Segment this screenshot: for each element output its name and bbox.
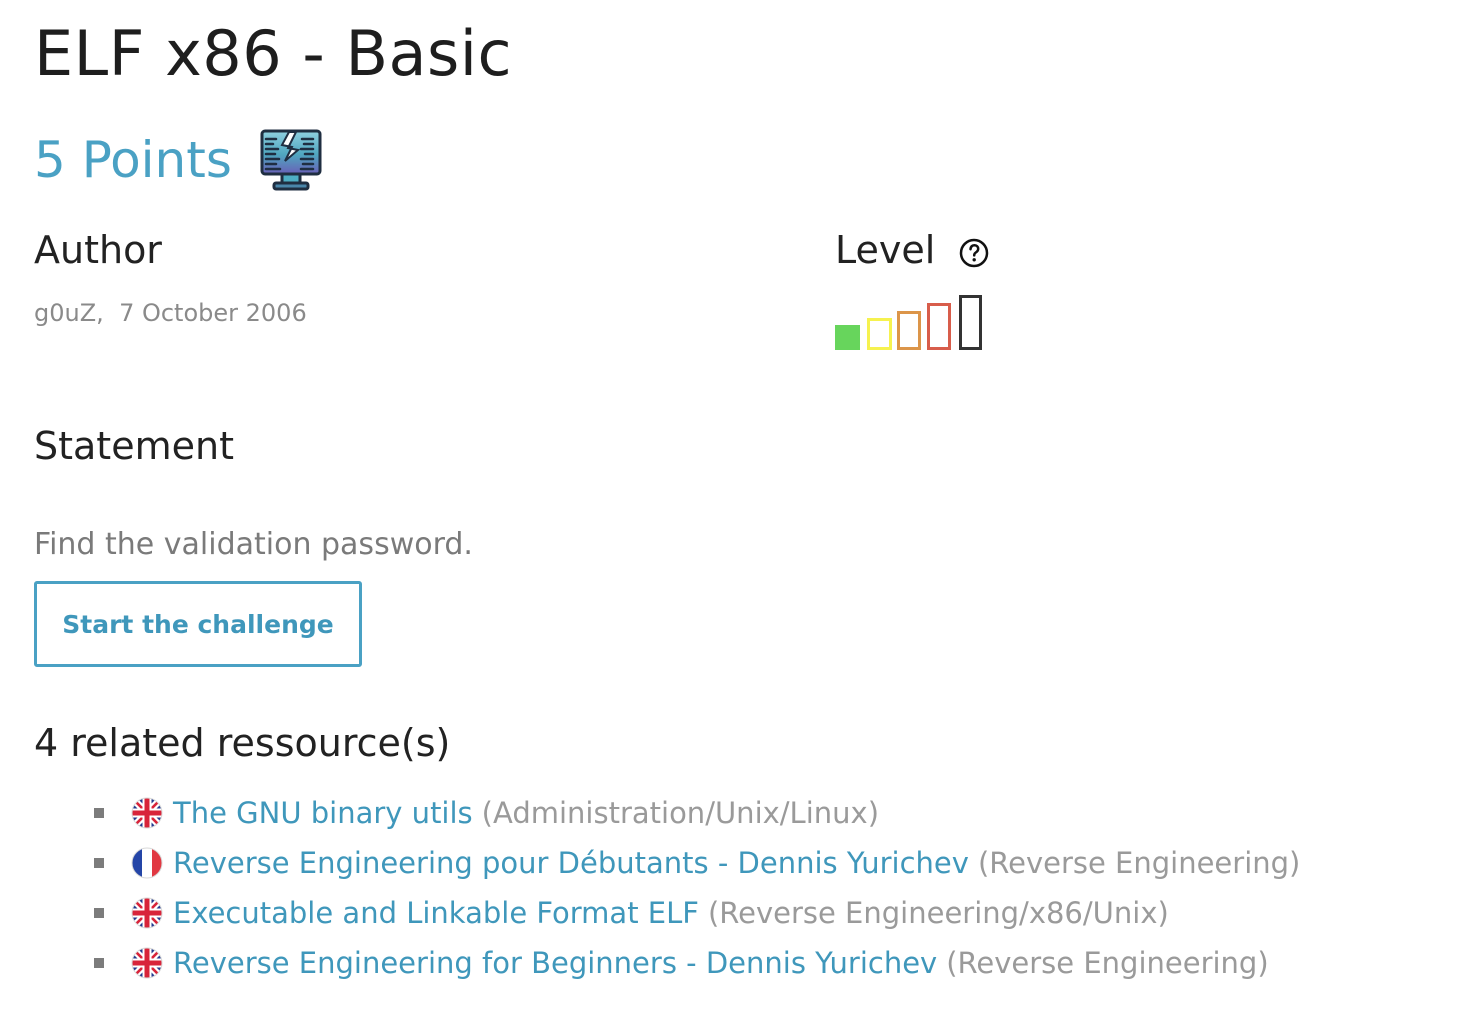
- challenge-title: ELF x86 - Basic: [34, 17, 513, 90]
- resource-category: (Administration/Unix/Linux): [481, 796, 880, 830]
- difficulty-bar-3: [897, 311, 921, 350]
- list-bullet: [94, 958, 104, 968]
- author-meta: g0uZ, 7 October 2006: [34, 296, 307, 330]
- difficulty-bar-5: [959, 295, 982, 350]
- related-resources-heading: 4 related ressource(s): [34, 721, 451, 765]
- difficulty-bar-2: [867, 318, 892, 350]
- publish-date: 7 October 2006: [119, 299, 307, 327]
- author-heading: Author: [34, 228, 162, 272]
- resource-item: Executable and Linkable Format ELF (Reve…: [94, 888, 1300, 938]
- difficulty-bar-1: [835, 325, 860, 350]
- resource-link[interactable]: The GNU binary utils: [173, 796, 473, 830]
- resource-category: (Reverse Engineering/x86/Unix): [707, 896, 1169, 930]
- challenge-page: ELF x86 - Basic 5 Points Author g0uZ, 7 …: [34, 0, 1454, 1026]
- france-flag-icon: [131, 847, 163, 879]
- statement-text: Find the validation password.: [34, 527, 473, 562]
- resource-link[interactable]: Executable and Linkable Format ELF: [173, 896, 699, 930]
- start-challenge-button[interactable]: Start the challenge: [34, 581, 362, 667]
- resource-item: The GNU binary utils (Administration/Uni…: [94, 788, 1300, 838]
- statement-heading: Statement: [34, 424, 234, 468]
- level-heading: Level: [835, 225, 989, 275]
- author-name: g0uZ,: [34, 299, 104, 327]
- resource-item: Reverse Engineering pour Débutants - Den…: [94, 838, 1300, 888]
- uk-flag-icon: [131, 947, 163, 979]
- list-bullet: [94, 808, 104, 818]
- question-mark-circle-icon[interactable]: [959, 238, 989, 268]
- resource-category: (Reverse Engineering): [977, 846, 1301, 880]
- related-resources-list: The GNU binary utils (Administration/Uni…: [94, 788, 1300, 988]
- resource-link[interactable]: Reverse Engineering for Beginners - Denn…: [173, 946, 938, 980]
- difficulty-bar-4: [927, 303, 951, 350]
- resource-item: Reverse Engineering for Beginners - Denn…: [94, 938, 1300, 988]
- list-bullet: [94, 858, 104, 868]
- resource-category: (Reverse Engineering): [946, 946, 1269, 980]
- list-bullet: [94, 908, 104, 918]
- resource-link[interactable]: Reverse Engineering pour Débutants - Den…: [173, 846, 969, 880]
- cracked-monitor-icon: [260, 129, 322, 191]
- challenge-points: 5 Points: [34, 131, 232, 189]
- level-section: Level: [835, 225, 989, 350]
- difficulty-meter: [835, 295, 982, 350]
- uk-flag-icon: [131, 797, 163, 829]
- points-row: 5 Points: [34, 124, 324, 196]
- level-label: Level: [835, 228, 936, 272]
- uk-flag-icon: [131, 897, 163, 929]
